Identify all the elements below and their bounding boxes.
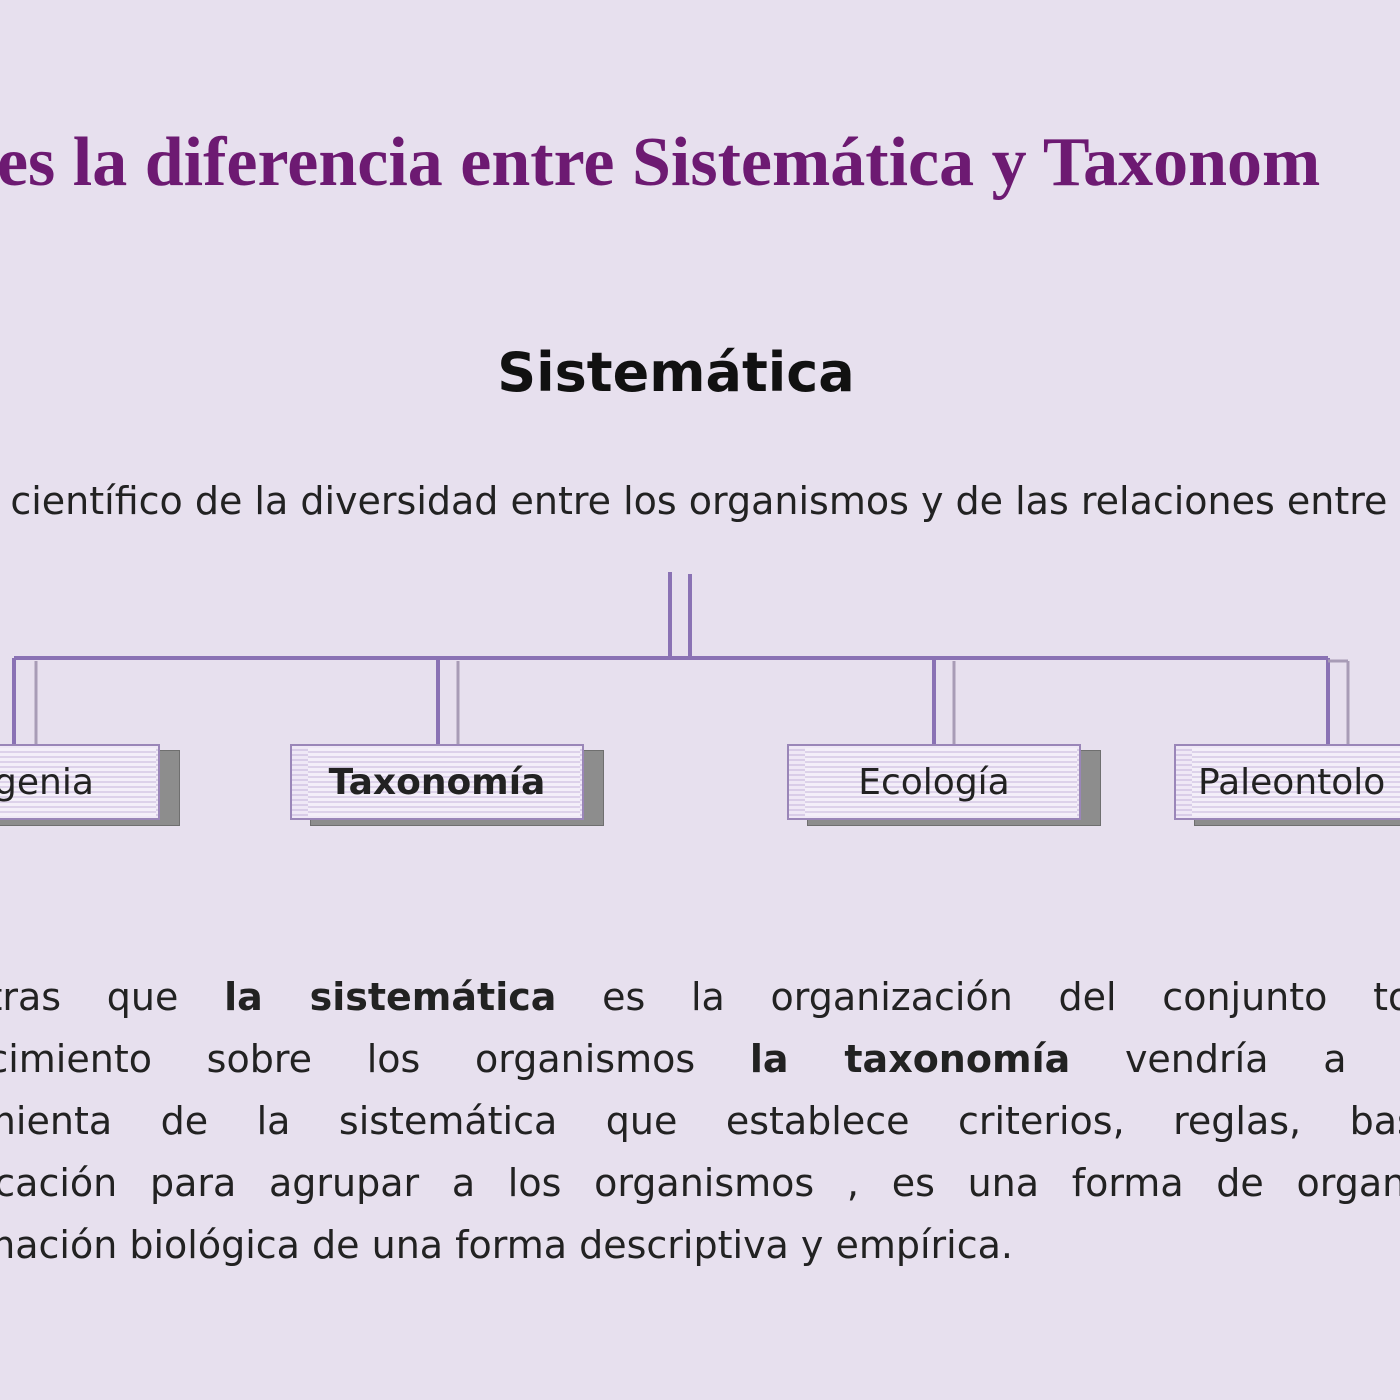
node-paleontologia: Paleontolo bbox=[1174, 744, 1400, 826]
node-label: Ecología bbox=[858, 761, 1010, 803]
slide-title: l es la diferencia entre Sistemática y T… bbox=[0, 124, 1321, 201]
paragraph-line: ramienta de la sistemática que establece… bbox=[0, 1099, 1400, 1143]
connector-shadow-lines bbox=[34, 659, 1350, 744]
paragraph-line: entras que la sistemática es la organiza… bbox=[0, 975, 1400, 1019]
paragraph-line: ormación biológica de una forma descript… bbox=[0, 1223, 1013, 1267]
node-filogenia: genia bbox=[0, 744, 180, 826]
node-label: genia bbox=[0, 761, 94, 803]
node-label: Taxonomía bbox=[328, 761, 546, 803]
node-ecologia: Ecología bbox=[787, 744, 1101, 826]
diagram-heading: Sistemática bbox=[497, 341, 855, 404]
node-taxonomia: Taxonomía bbox=[290, 744, 604, 826]
node-label: Paleontolo bbox=[1198, 761, 1386, 803]
paragraph-line: nocimiento sobre los organismos la taxon… bbox=[0, 1037, 1400, 1081]
explanation-paragraph: entras que la sistemática es la organiza… bbox=[0, 966, 1400, 1276]
connector-lines bbox=[12, 572, 1330, 744]
paragraph-line: sificación para agrupar a los organismos… bbox=[0, 1161, 1400, 1205]
definition-text: o científico de la diversidad entre los … bbox=[0, 479, 1400, 523]
